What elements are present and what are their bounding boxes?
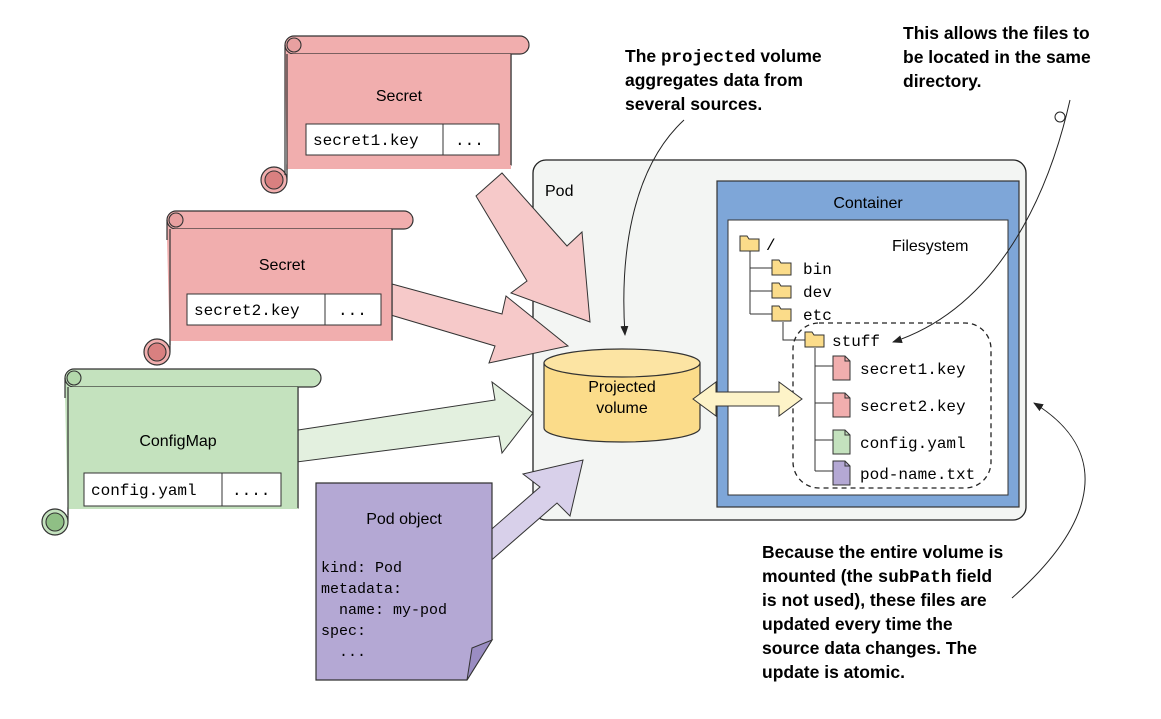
- pod-object-arrow: [469, 459, 584, 565]
- filesystem-label: Filesystem: [892, 238, 968, 255]
- file-secret1-label: secret1.key: [860, 361, 966, 379]
- pod-object-line: spec:: [321, 623, 366, 640]
- pod-label: Pod: [545, 183, 573, 200]
- secret2-scroll: [143, 210, 414, 366]
- mount-double-arrow: [692, 381, 803, 417]
- pod-object-line: kind: Pod: [321, 560, 402, 577]
- file-config-label: config.yaml: [860, 435, 966, 453]
- configmap-scroll: [41, 368, 322, 536]
- secret2-more-cell: [324, 293, 382, 326]
- annotation-atomic-line1: Because the entire volume is: [762, 542, 1003, 562]
- configmap-arrow: [284, 380, 534, 464]
- filesystem-box: [727, 219, 1009, 496]
- callout-same-dir-line: [892, 99, 1071, 343]
- annotation-projected-line3: several sources.: [625, 94, 762, 114]
- configmap-more-label: ....: [232, 482, 270, 500]
- secret2-arrow: [383, 283, 570, 364]
- configmap-title: ConfigMap: [139, 433, 216, 450]
- file-secret2-icon: [832, 392, 851, 418]
- annotation-atomic-update: Because the entire volume is mounted (th…: [762, 542, 1003, 682]
- volume-label-line2: volume: [596, 400, 648, 417]
- callout-atomic-line: [1011, 402, 1086, 599]
- secret1-more-label: ...: [455, 132, 484, 150]
- secret1-arrow: [475, 172, 591, 323]
- folder-root-icon: [739, 235, 760, 252]
- file-config-icon: [832, 429, 851, 455]
- secret2-key-label: secret2.key: [194, 302, 300, 320]
- secret2-title: Secret: [259, 257, 306, 274]
- annotation-projected-line1: The projected volume: [625, 46, 822, 68]
- pod-object-line: metadata:: [321, 581, 402, 598]
- annotation-same-directory: This allows the files to be located in t…: [903, 23, 1091, 91]
- pod-object-line: ...: [321, 644, 366, 661]
- pod-object-title: Pod object: [366, 511, 442, 528]
- file-podname-label: pod-name.txt: [860, 466, 975, 484]
- folder-etc-icon: [771, 305, 792, 322]
- annotation-atomic-line6: update is atomic.: [762, 662, 905, 682]
- annotation-atomic-line3: is not used), these files are: [762, 590, 987, 610]
- annotation-atomic-line2: mounted (the subPath field: [762, 566, 992, 588]
- tree-lines: [749, 250, 833, 472]
- folder-root-label: /: [766, 237, 776, 255]
- secret2-key-cell: [186, 293, 326, 326]
- folder-dev-icon: [771, 282, 792, 299]
- projected-volume-cylinder: [543, 348, 701, 443]
- folder-stuff-label: stuff: [832, 333, 880, 351]
- annotation-atomic-line5: source data changes. The: [762, 638, 977, 658]
- annotation-same-dir-line3: directory.: [903, 71, 981, 91]
- file-secret2-label: secret2.key: [860, 398, 966, 416]
- secret2-more-label: ...: [338, 302, 367, 320]
- folder-dev-label: dev: [803, 284, 832, 302]
- folder-etc-label: etc: [803, 307, 832, 325]
- annotation-atomic-line4: updated every time the: [762, 614, 953, 634]
- callout-projected-line: [620, 119, 685, 336]
- folder-bin-label: bin: [803, 261, 832, 279]
- pod-object-document: [315, 482, 494, 681]
- folder-bin-icon: [771, 259, 792, 276]
- container-label: Container: [833, 195, 903, 212]
- secret1-key-label: secret1.key: [313, 132, 419, 150]
- secret1-more-cell: [442, 123, 500, 156]
- secret1-title: Secret: [376, 88, 423, 105]
- configmap-more-cell: [221, 472, 282, 507]
- annotation-projected-line2: aggregates data from: [625, 70, 803, 90]
- folder-stuff-icon: [804, 331, 825, 348]
- callout-same-dir-anchor: [1054, 111, 1066, 123]
- pod-object-line: name: my-pod: [321, 602, 447, 619]
- configmap-key-label: config.yaml: [91, 482, 197, 500]
- secret1-scroll: [260, 35, 530, 194]
- annotation-same-dir-line1: This allows the files to: [903, 23, 1090, 43]
- stuff-dashed-group: [792, 322, 992, 489]
- file-secret1-icon: [832, 355, 851, 381]
- file-podname-icon: [832, 460, 851, 486]
- volume-label-line1: Projected: [588, 379, 656, 396]
- annotation-same-dir-line2: be located in the same: [903, 47, 1091, 67]
- annotation-projected-volume: The projected volume aggregates data fro…: [625, 46, 822, 114]
